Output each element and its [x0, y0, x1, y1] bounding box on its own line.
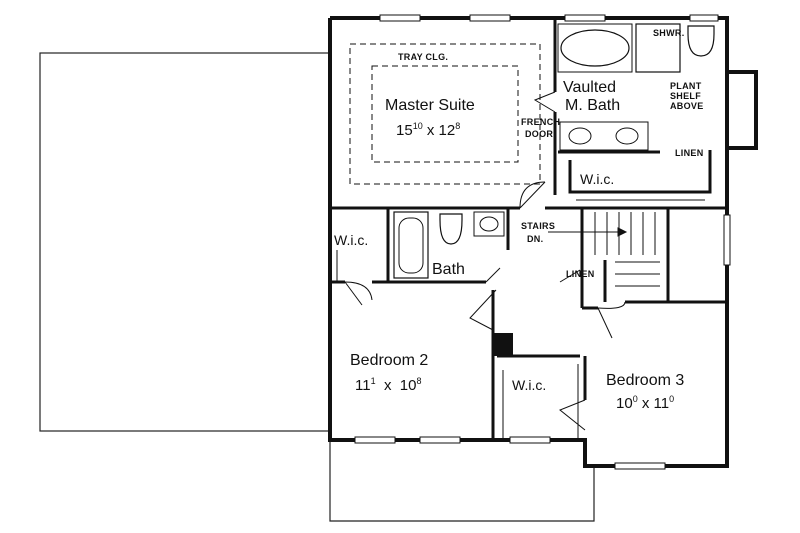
bedroom3-dimensions: 100 x 110: [616, 394, 675, 412]
tray-ceiling-note: TRAY CLG.: [398, 52, 449, 62]
master-linen-note: LINEN: [675, 148, 704, 158]
exterior-walls: [328, 16, 729, 468]
hall-sink: [479, 216, 499, 232]
vanity-sink-right: [615, 127, 639, 145]
roof-outline-left: [39, 52, 331, 432]
shower-stall: [635, 23, 681, 73]
plant-shelf-note-3: ABOVE: [670, 101, 704, 111]
stair-direction-arrow: [548, 227, 628, 237]
hall-tub: [393, 211, 429, 279]
stairs-note-2: DN.: [527, 234, 544, 244]
closet-shelves: [336, 199, 705, 438]
vaulted-bath-label-1: Vaulted: [563, 79, 617, 96]
plant-shelf-note-2: SHELF: [670, 91, 702, 101]
porch-roof-outline: [329, 440, 595, 522]
vaulted-bath-label-2: M. Bath: [565, 97, 621, 114]
shower-note: SHWR.: [653, 28, 685, 38]
tray-ceiling-inner: [371, 65, 519, 163]
bedroom3-label: Bedroom 3: [606, 372, 685, 389]
master-suite-dimensions: 1510 x 128: [396, 121, 461, 139]
french-door-note-2: DOOR: [525, 129, 554, 139]
vanity-sink-left: [568, 127, 592, 145]
hall-tub-inner: [398, 217, 424, 274]
master-tub-frame: [557, 23, 633, 73]
bath-label: Bath: [432, 261, 465, 278]
interior-walls: [330, 18, 727, 440]
master-tub: [560, 29, 630, 67]
stairs-note-1: STAIRS: [521, 221, 556, 231]
bedroom2-label: Bedroom 2: [350, 352, 429, 369]
door-swings: [344, 91, 626, 431]
plant-shelf-note-1: PLANT: [670, 81, 702, 91]
stair-treads: [594, 212, 660, 287]
plant-shelf-bumpout: [727, 70, 758, 150]
master-wic-label: W.i.c.: [580, 171, 615, 187]
master-suite-label: Master Suite: [385, 97, 475, 114]
bedroom2-dimensions: 111 x 108: [355, 376, 422, 394]
bedroom2-wic-label: W.i.c.: [334, 232, 369, 248]
tray-ceiling-outer: [349, 43, 541, 185]
master-toilet: [687, 25, 715, 57]
hall-sink-counter: [473, 211, 505, 237]
hall-toilet: [439, 213, 463, 245]
windows: [354, 14, 731, 470]
structural-post: [493, 333, 513, 356]
french-door-note-1: FRENCH: [521, 117, 561, 127]
hall-linen-note: LINEN: [566, 269, 595, 279]
bedroom3-wic-label: W.i.c.: [512, 377, 547, 393]
master-vanity: [559, 121, 649, 151]
